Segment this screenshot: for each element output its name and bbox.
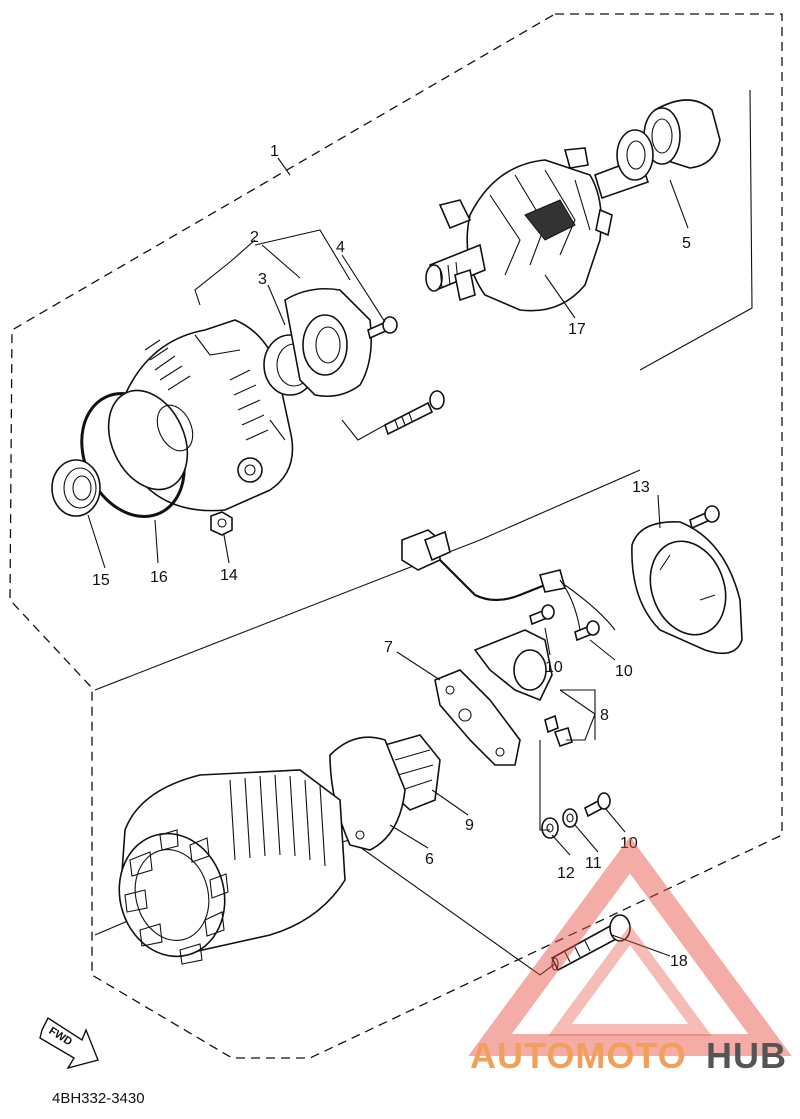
subassembly-bracket-stator (94, 469, 641, 691)
callout-4: 4 (336, 239, 345, 256)
callout-5: 5 (682, 235, 691, 252)
callout-17: 16 (150, 569, 168, 586)
bolt-19 (550, 914, 631, 972)
bearing-16 (51, 459, 101, 517)
callout-14: 13 (632, 479, 650, 496)
screw-11 (584, 792, 611, 818)
callout-3: 3 (258, 271, 267, 288)
callout-19: 18 (670, 953, 688, 970)
rear-cover-14 (631, 521, 743, 655)
watermark-logo (468, 836, 792, 1056)
bearing-retainer-plate (284, 287, 373, 398)
callout-16: 15 (92, 572, 110, 589)
nut-15 (210, 511, 233, 536)
fwd-arrow: FWD (39, 1016, 99, 1070)
callout-12: 11 (585, 855, 602, 872)
bearing-5 (616, 99, 721, 181)
brush-holder-8 (473, 629, 573, 748)
assembly-boundary (9, 13, 783, 1059)
callout-10a: 10 (545, 659, 563, 676)
callout-6: 6 (425, 851, 434, 868)
callout-10b: 10 (615, 663, 633, 680)
callout-13: 12 (557, 865, 575, 882)
watermark-brand-part1: AUTOMOTO (470, 1035, 687, 1076)
callout-1: 1 (270, 143, 279, 160)
callout-7: 7 (384, 639, 393, 656)
leader-lines (87, 157, 689, 957)
housing-bore (107, 389, 189, 491)
callout-11: 10 (620, 835, 638, 852)
screw-10a (529, 604, 555, 626)
screw-10b (574, 620, 600, 642)
callout-2: 2 (250, 229, 259, 246)
through-screw (384, 390, 445, 436)
callout-8: 8 (600, 707, 609, 724)
callout-18: 17 (568, 321, 586, 338)
watermark-triangle (468, 836, 792, 1056)
washer-13 (541, 817, 559, 839)
insulator-plate-7 (434, 669, 521, 766)
watermark-brand-part2: HUB (706, 1035, 787, 1076)
diagram-code: 4BH332-3430 (52, 1090, 145, 1107)
screw-4 (367, 316, 398, 340)
callout-15: 14 (220, 567, 238, 584)
washer-12 (562, 808, 578, 828)
screw-14 (689, 505, 720, 530)
wire-harness (401, 529, 616, 631)
rotor-18 (425, 147, 650, 312)
front-housing-stator (118, 769, 346, 965)
subassembly-bracket-rotor (639, 89, 753, 371)
callout-9: 9 (465, 817, 474, 834)
